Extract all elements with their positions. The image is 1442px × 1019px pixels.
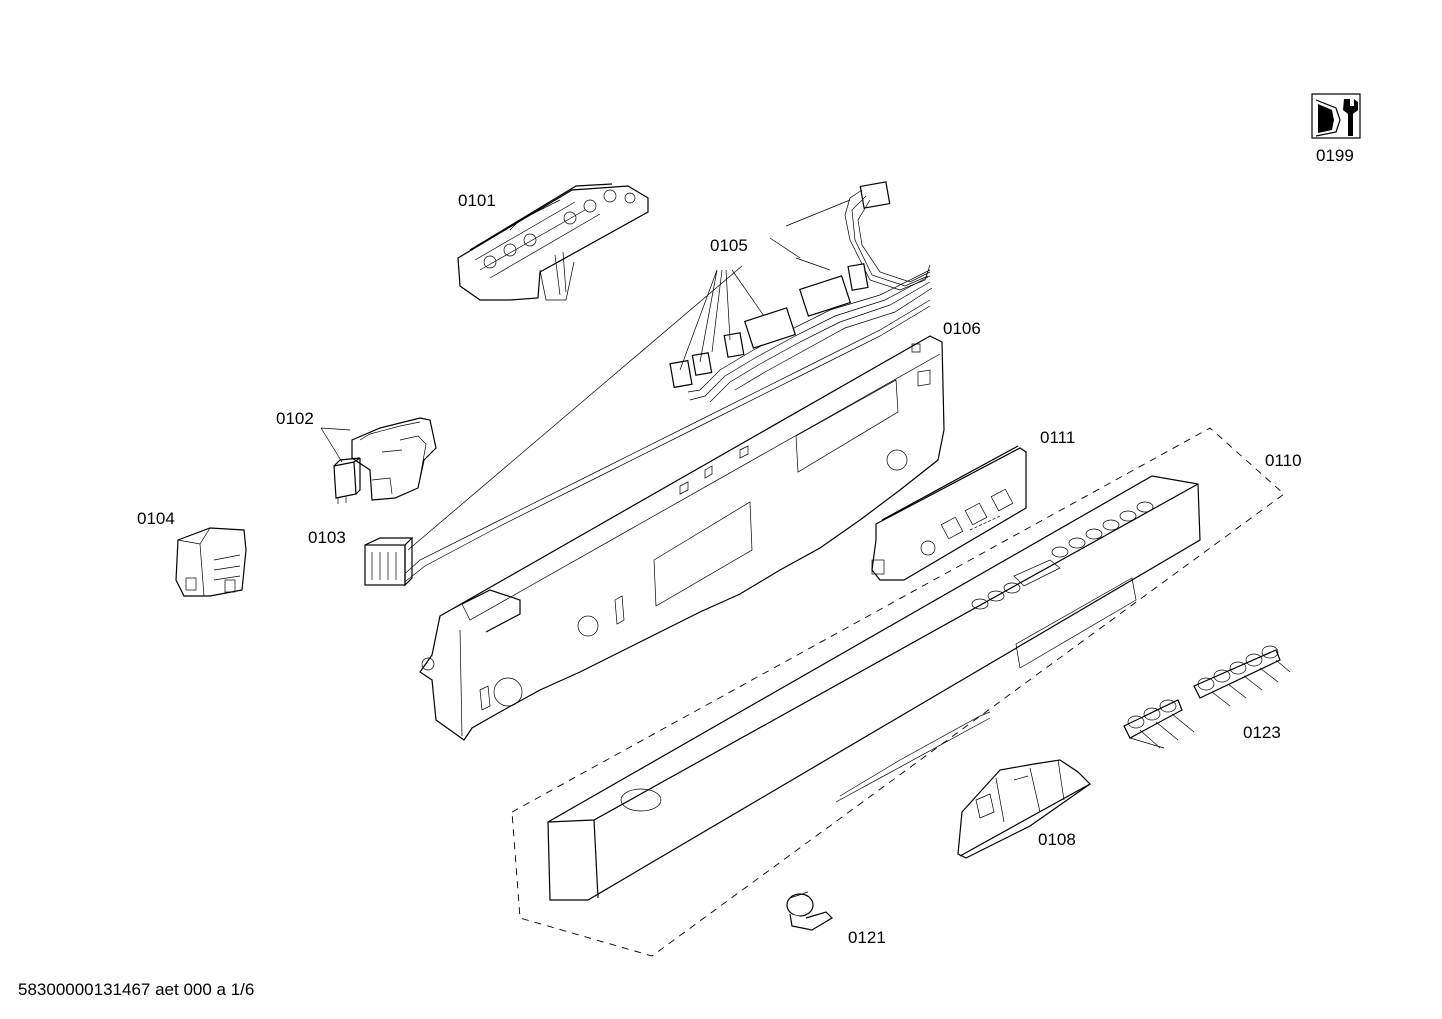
label-0102: 0102 [276, 409, 314, 428]
label-0101: 0101 [458, 191, 496, 210]
label-0103: 0103 [308, 528, 346, 547]
wiring-harness-part [364, 181, 933, 587]
switch-part [351, 417, 437, 501]
label-0110: 0110 [1265, 451, 1302, 470]
label-0111: 0111 [1040, 428, 1075, 447]
document-reference-footer: 58300000131467 aet 000 a 1/6 [18, 980, 255, 999]
label-0105: 0105 [710, 236, 748, 255]
push-buttons-part [1123, 645, 1291, 749]
handle-cover-part [957, 759, 1091, 859]
small-knob-part [786, 891, 833, 931]
part-labels: 0101 0102 0103 0104 0105 0106 0108 0110 … [137, 146, 1354, 947]
label-0121: 0121 [848, 928, 886, 947]
button-carrier-part [871, 445, 1027, 581]
relay-part [175, 527, 247, 597]
label-0104: 0104 [137, 509, 175, 528]
panel-frame-part [419, 335, 945, 741]
label-0108: 0108 [1038, 830, 1076, 849]
leader-lines [320, 199, 851, 551]
small-switch-part [333, 457, 361, 504]
label-0199: 0199 [1316, 146, 1354, 165]
wrench-service-icon [1311, 93, 1361, 139]
label-0106: 0106 [943, 319, 981, 338]
label-0123: 0123 [1243, 723, 1281, 742]
electronic-module-part [457, 183, 649, 301]
control-panel-fascia-part [511, 427, 1285, 957]
